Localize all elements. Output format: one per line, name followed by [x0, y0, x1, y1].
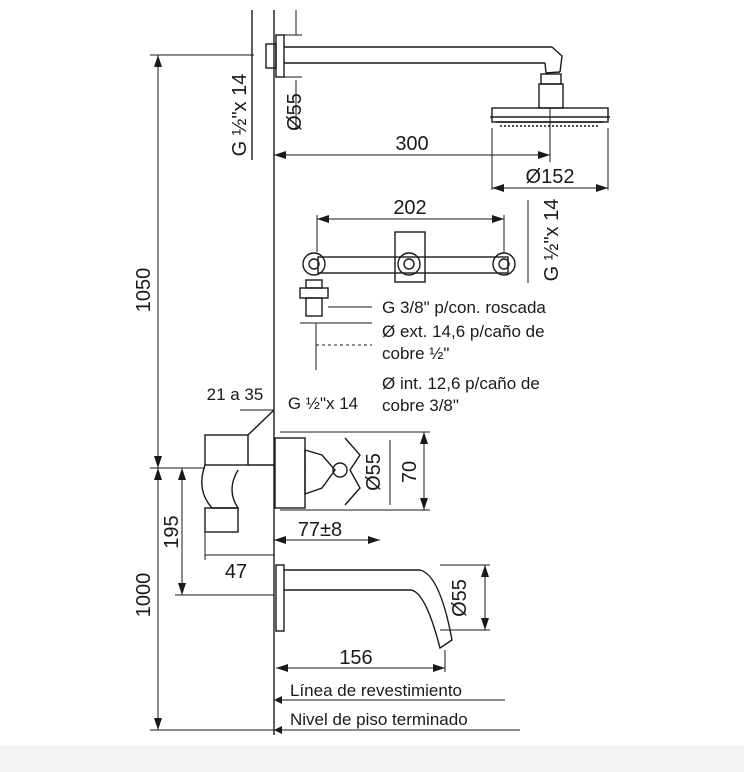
- int-diameter-note-1: Ø int. 12,6 p/caño de: [382, 374, 540, 393]
- valve-spacing-label: 202: [393, 197, 426, 219]
- head-diameter-label: Ø152: [526, 166, 575, 188]
- bath-spout: [275, 564, 453, 650]
- spout-offset-label: 195: [161, 515, 183, 548]
- ext-diameter-note-1: Ø ext. 14,6 p/caño de: [382, 322, 545, 341]
- shower-flange-diameter-label: Ø55: [284, 93, 306, 131]
- cladding-line-label: Línea de revestimiento: [290, 681, 462, 700]
- shower-arm-assembly: [265, 34, 610, 127]
- valve-body: [299, 231, 516, 317]
- spout-reach-label: 156: [339, 647, 372, 669]
- floor-level-label: Nivel de piso terminado: [290, 710, 468, 729]
- valve-depth-label: 77±8: [298, 519, 342, 541]
- total-height-label: 1050: [133, 268, 155, 313]
- drawing-svg: 1050 1000 195 G ½"x 14 Ø55 300 Ø152 202 …: [133, 10, 610, 735]
- inlet-height-label: 1000: [133, 573, 155, 618]
- thread-3-8-note: G 3/8" p/con. roscada: [382, 298, 546, 317]
- int-diameter-note-2: cobre 3/8": [382, 396, 459, 415]
- valve-thread-label: G ½"x 14: [288, 394, 358, 413]
- wall-range-label: 21 a 35: [207, 385, 264, 404]
- spout-flange-diameter-label: Ø55: [449, 579, 471, 617]
- shower-flange: [275, 34, 285, 78]
- valve-height-label: 70: [399, 461, 421, 483]
- arm-length-label: 300: [395, 133, 428, 155]
- mixer-assembly: [201, 409, 361, 533]
- shower-arm-thread-label: G ½"x 14: [229, 74, 251, 157]
- footer-bar: [0, 746, 744, 772]
- valve-side-thread-label: G ½"x 14: [541, 199, 563, 282]
- valve-flange-diameter-label: Ø55: [363, 453, 385, 491]
- ext-diameter-note-2: cobre ½": [382, 344, 449, 363]
- spout-depth-label: 47: [225, 561, 247, 583]
